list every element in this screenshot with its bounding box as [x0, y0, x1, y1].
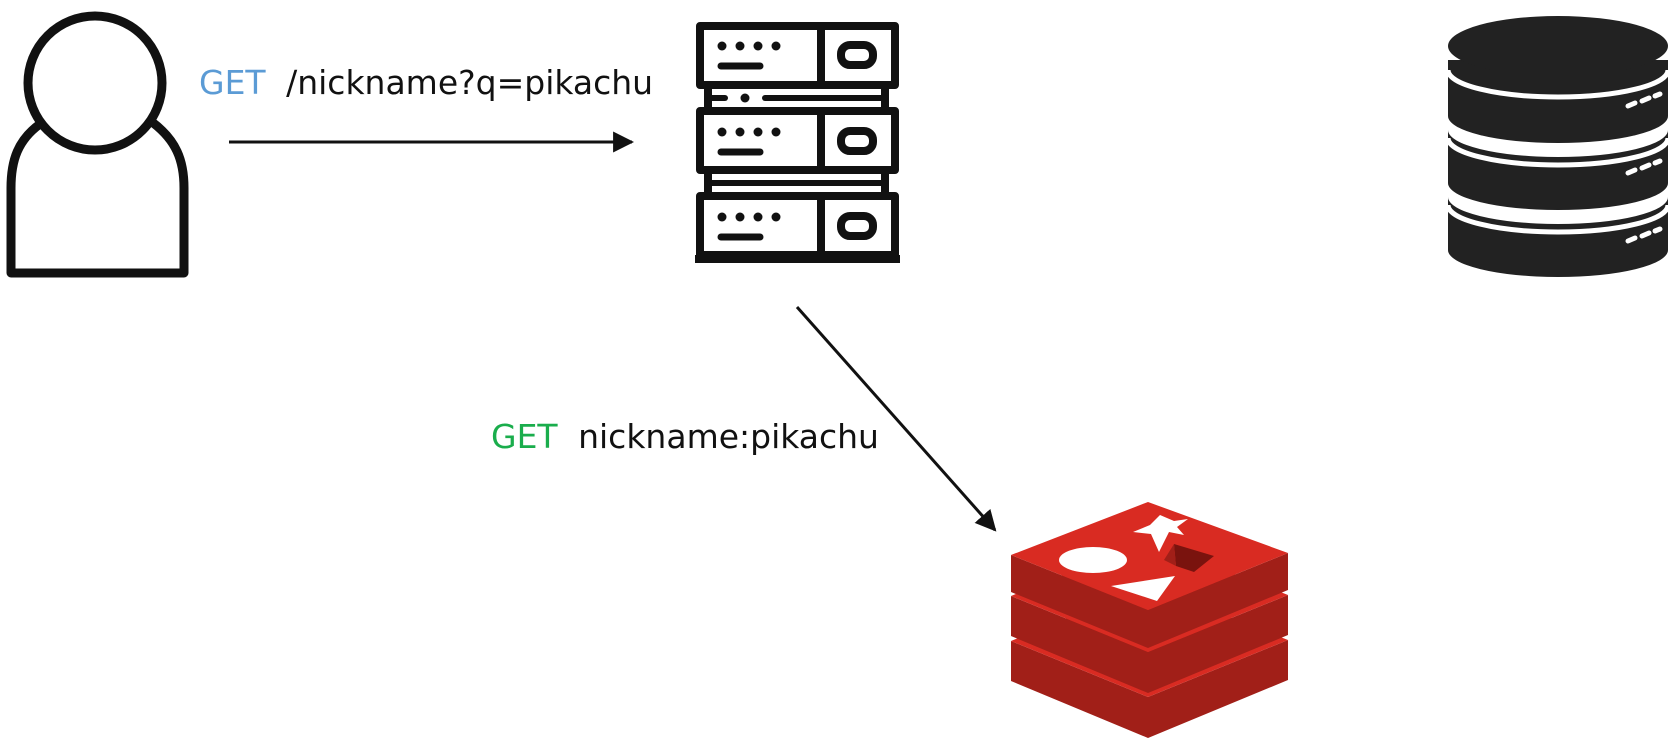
- redis-icon: [1011, 502, 1288, 738]
- cache-method: GET: [491, 417, 558, 456]
- http-path: /nickname?q=pikachu: [286, 63, 653, 102]
- cache-key: nickname:pikachu: [578, 417, 879, 456]
- http-method: GET: [199, 63, 266, 102]
- database-icon: [1445, 16, 1671, 277]
- cache-lookup-arrow: [795, 306, 997, 532]
- http-request-label: GET /nickname?q=pikachu: [199, 63, 653, 102]
- user-icon: [6, 11, 189, 278]
- cache-request-label: GET nickname:pikachu: [491, 417, 879, 456]
- server-rack-icon: [695, 22, 900, 263]
